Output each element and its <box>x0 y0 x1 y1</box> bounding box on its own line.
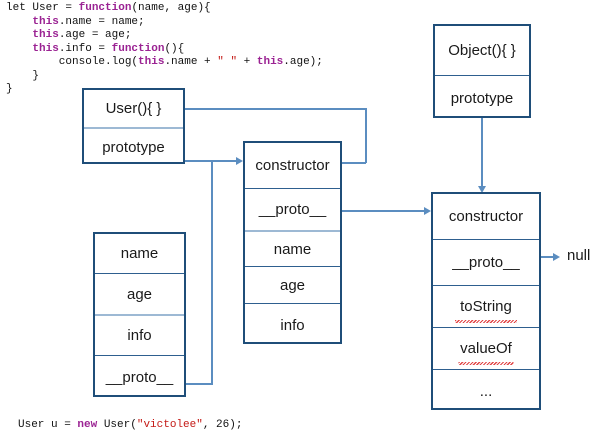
code-token: .name + <box>164 56 218 68</box>
cell-up-proto[interactable]: __proto__ <box>245 188 340 230</box>
cell-object-signature: Object(){ } <box>448 42 516 59</box>
object-function-box[interactable]: Object(){ } prototype <box>433 24 531 118</box>
code-token: .age); <box>283 56 323 68</box>
connector-ctor-to-user-v <box>365 108 367 163</box>
code-line: User u = new User("victolee", 26); <box>18 419 242 433</box>
user-function-box[interactable]: User(){ } prototype <box>82 88 185 164</box>
code-line: this.info = function(){ <box>6 43 323 57</box>
cell-inst-proto[interactable]: __proto__ <box>95 355 184 399</box>
code-token: let User = <box>6 2 79 14</box>
code-token: } <box>6 69 40 82</box>
code-line: let User = function(name, age){ <box>6 2 323 16</box>
code-token <box>6 16 32 28</box>
code-token: new <box>77 419 98 431</box>
code-line: this.name = name; <box>6 16 323 30</box>
code-token: function <box>111 42 165 55</box>
code-token <box>6 43 32 55</box>
code-token: .info = <box>58 42 112 55</box>
code-line: } <box>6 70 323 84</box>
cell-up-age: age <box>245 266 340 303</box>
code-token: .name = name; <box>58 15 145 28</box>
connector-instproto-h <box>186 383 213 385</box>
code-token: console.log( <box>6 56 139 68</box>
code-token: this <box>32 29 59 41</box>
instantiation-source: User u = new User("victolee", 26); <box>18 419 242 433</box>
code-token <box>6 29 32 41</box>
code-token: + <box>237 56 257 68</box>
code-token: function <box>78 2 132 14</box>
cell-user-prototype[interactable]: prototype <box>84 127 183 166</box>
connector-objfn-to-objproto <box>481 100 483 186</box>
code-token: (){ <box>164 42 185 55</box>
arrowhead-to-null <box>553 253 560 261</box>
null-label: null <box>567 247 591 264</box>
code-token: (name, age){ <box>131 2 211 14</box>
user-prototype-box[interactable]: constructor __proto__ name age info <box>243 141 342 344</box>
arrowhead-userproto-to-ctor <box>236 157 243 165</box>
arrowhead-objfn-to-objproto <box>478 186 486 193</box>
cell-op-tostring: toString <box>433 285 539 327</box>
code-token: this <box>32 15 59 28</box>
connector-ctor-to-user-h2 <box>172 108 366 110</box>
object-prototype-box[interactable]: constructor __proto__ toString valueOf .… <box>431 192 541 410</box>
cell-inst-age: age <box>95 273 184 314</box>
code-token: .age = age; <box>58 29 132 41</box>
code-token: User u = <box>18 419 78 431</box>
connector-upproto-to-objproto <box>342 210 427 212</box>
cell-op-ellipsis: ... <box>433 369 539 412</box>
arrowhead-upproto-to-objproto <box>424 207 431 215</box>
code-token: this <box>256 56 284 68</box>
code-token: this <box>32 42 59 55</box>
code-token: "victolee" <box>136 419 203 431</box>
code-token: this <box>138 56 165 68</box>
cell-up-constructor[interactable]: constructor <box>255 157 330 174</box>
code-token: , 26); <box>202 419 243 431</box>
cell-op-proto[interactable]: __proto__ <box>433 239 539 285</box>
cell-up-name: name <box>245 230 340 266</box>
code-token: User( <box>97 419 137 431</box>
code-token: " " <box>217 56 238 68</box>
code-line: } <box>6 83 323 97</box>
cell-op-constructor[interactable]: constructor <box>448 208 524 225</box>
cell-op-valueof: valueOf <box>433 327 539 369</box>
code-token: } <box>6 83 13 95</box>
cell-user-signature: User(){ } <box>105 100 162 117</box>
cell-object-prototype[interactable]: prototype <box>435 75 529 120</box>
connector-instproto-v <box>211 160 213 384</box>
connector-ctor-to-user-h1 <box>341 162 366 164</box>
code-line: console.log(this.name + " " + this.age); <box>6 56 323 70</box>
user-constructor-source: let User = function(name, age){ this.nam… <box>6 2 323 97</box>
cell-inst-name: name <box>120 245 159 262</box>
cell-inst-info: info <box>95 314 184 355</box>
cell-up-info: info <box>245 303 340 346</box>
code-line: this.age = age; <box>6 29 323 43</box>
instance-box[interactable]: name age info __proto__ <box>93 232 186 397</box>
